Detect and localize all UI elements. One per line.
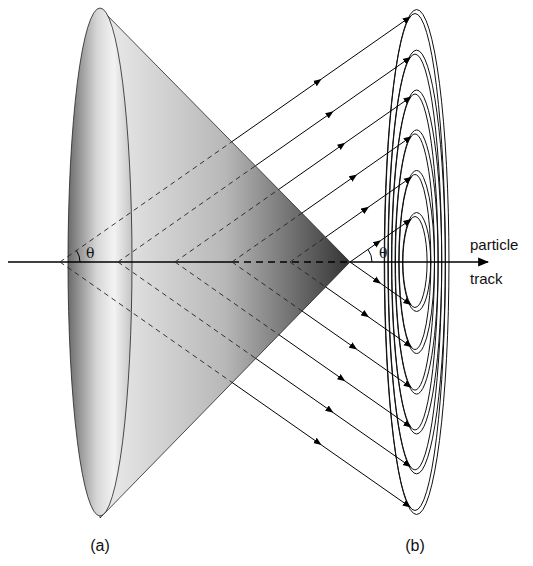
photon-ray-hidden bbox=[175, 189, 279, 262]
photon-ray-hidden bbox=[290, 262, 326, 287]
photon-ray-hidden bbox=[232, 262, 302, 311]
particle-track-arrow bbox=[350, 261, 488, 263]
photon-ray bbox=[232, 382, 410, 507]
photon-ray bbox=[350, 262, 411, 305]
angle-arc bbox=[368, 249, 372, 262]
photon-ray bbox=[302, 311, 411, 387]
photon-ray-hidden bbox=[175, 262, 279, 335]
angle-label: θ bbox=[86, 246, 94, 260]
angle-label: θ bbox=[379, 246, 387, 260]
photon-ray-hidden bbox=[118, 262, 255, 358]
photon-ray-hidden bbox=[232, 213, 302, 262]
photon-ray bbox=[255, 358, 410, 466]
photon-ray-hidden bbox=[290, 237, 326, 262]
photon-ray bbox=[350, 219, 411, 262]
photon-ray-hidden bbox=[60, 142, 232, 262]
part-label: (b) bbox=[405, 538, 425, 554]
particle-track bbox=[8, 261, 232, 263]
photon-ray bbox=[279, 335, 411, 427]
axis-label: particle track bbox=[470, 228, 528, 296]
photon-ray-hidden bbox=[60, 262, 232, 382]
angle-arc bbox=[76, 251, 80, 262]
photon-ray bbox=[302, 137, 411, 213]
photon-ray bbox=[255, 57, 410, 165]
photon-ray bbox=[232, 17, 410, 142]
cherenkov-cone bbox=[100, 8, 350, 518]
photon-ray-hidden bbox=[118, 166, 255, 262]
part-label: (a) bbox=[90, 538, 110, 554]
photon-ray bbox=[279, 97, 411, 189]
